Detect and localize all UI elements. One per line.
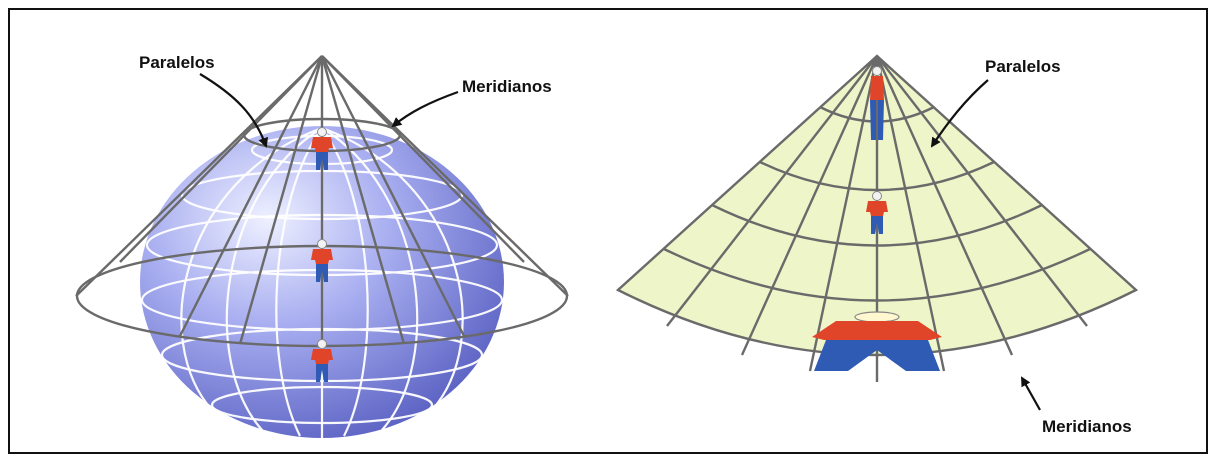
- label-meridians-right: Meridianos: [1042, 417, 1132, 436]
- arrow-icon: [391, 90, 459, 128]
- person-figure-icon: [870, 66, 884, 140]
- arrow-icon: [930, 79, 989, 148]
- label-meridians-left: Meridianos: [462, 77, 552, 96]
- right-unrolled-cone: Paralelos Meridianos: [615, 54, 1139, 436]
- map-meridians: [666, 55, 1088, 382]
- arrow-icon: [1021, 376, 1041, 411]
- arrow-icon: [199, 73, 269, 148]
- person-figure-icon: [812, 311, 942, 371]
- label-parallels-right: Paralelos: [985, 57, 1061, 76]
- left-conic-globe: Paralelos Meridianos: [75, 53, 569, 438]
- label-parallels-left: Paralelos: [139, 53, 215, 72]
